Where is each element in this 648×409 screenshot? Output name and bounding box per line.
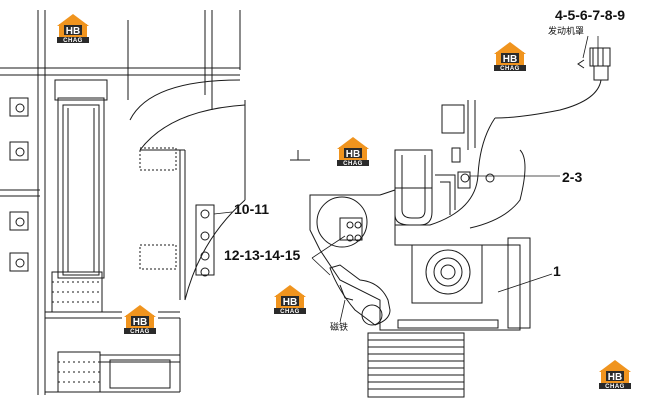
label-main-frame: 1: [553, 263, 561, 279]
label-engine-hood: 4-5-6-7-8-9: [555, 7, 625, 23]
label-bracket: 2-3: [562, 169, 582, 185]
svg-text:HB: HB: [66, 26, 80, 37]
watermark-logo-5: HB CHAG: [122, 303, 158, 335]
svg-text:CHAG: CHAG: [280, 309, 300, 315]
svg-text:CHAG: CHAG: [130, 329, 150, 335]
svg-text:CHAG: CHAG: [605, 384, 625, 390]
svg-text:CHAG: CHAG: [500, 66, 520, 72]
label-side-panel: 10-11: [234, 201, 269, 217]
label-engine-hood-cn: 发动机罩: [548, 25, 584, 37]
left-assembly: [0, 10, 246, 395]
svg-text:CHAG: CHAG: [63, 38, 83, 44]
watermark-logo-1: HB CHAG: [55, 12, 91, 44]
watermark-logo-6: HB CHAG: [597, 358, 633, 390]
label-counterweight-cn: 磁铁: [330, 321, 348, 333]
leader-lines: [213, 35, 599, 323]
svg-text:HB: HB: [503, 54, 517, 65]
svg-text:HB: HB: [283, 297, 297, 308]
svg-text:HB: HB: [133, 317, 147, 328]
svg-text:HB: HB: [608, 372, 622, 383]
watermark-logo-2: HB CHAG: [492, 40, 528, 72]
svg-text:HB: HB: [346, 149, 360, 160]
svg-text:CHAG: CHAG: [343, 161, 363, 167]
watermark-logo-4: HB CHAG: [272, 283, 308, 315]
watermark-logo-3: HB CHAG: [335, 135, 371, 167]
label-cover-group: 12-13-14-15: [224, 247, 300, 263]
right-assembly: [290, 47, 611, 398]
